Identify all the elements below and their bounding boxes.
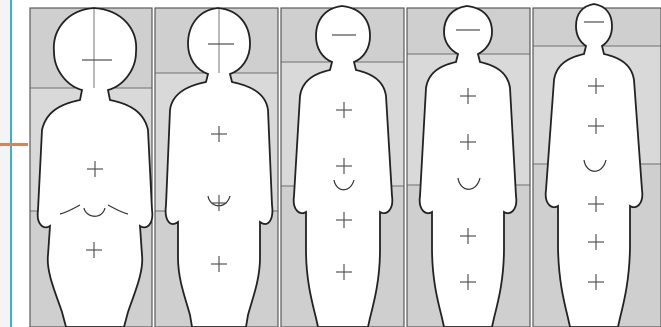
figure-panel-5 — [533, 4, 661, 327]
body-proportion-figures — [12, 0, 661, 327]
left-margin-bar — [0, 0, 10, 327]
figure-panel-3 — [281, 6, 404, 327]
figure-panel-1 — [30, 8, 152, 327]
figure-panel-2 — [155, 8, 278, 327]
figure-panel-4 — [407, 6, 530, 327]
